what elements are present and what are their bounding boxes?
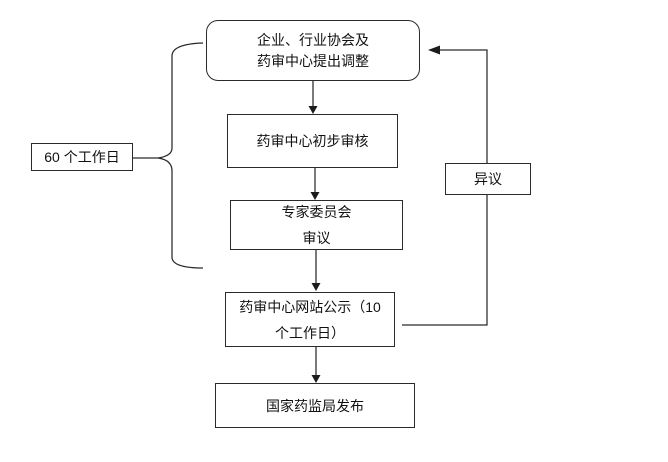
node-expert-committee: 专家委员会 审议 xyxy=(230,200,403,250)
node-nmpa-release: 国家药监局发布 xyxy=(215,383,415,428)
arrowhead-down-3 xyxy=(311,283,321,291)
label-duration-text: 60 个工作日 xyxy=(44,149,120,165)
label-objection: 异议 xyxy=(445,163,531,195)
node-proposal: 企业、行业协会及 药审中心提出调整 xyxy=(206,20,420,81)
node-public-notice-line1: 药审中心网站公示（10 xyxy=(239,298,381,315)
node-preliminary-review: 药审中心初步审核 xyxy=(227,114,398,168)
node-public-notice-line2: 个工作日） xyxy=(275,324,345,341)
node-expert-committee-line2: 审议 xyxy=(302,230,331,246)
node-proposal-line1: 企业、行业协会及 xyxy=(257,31,369,48)
label-duration-60-working-days: 60 个工作日 xyxy=(31,143,133,171)
node-nmpa-release-label: 国家药监局发布 xyxy=(266,397,364,414)
arrowhead-down-4 xyxy=(311,375,321,383)
node-preliminary-review-label: 药审中心初步审核 xyxy=(256,133,369,149)
duration-brace xyxy=(157,42,204,269)
node-proposal-line2: 药审中心提出调整 xyxy=(257,52,369,69)
node-expert-committee-line1: 专家委员会 xyxy=(281,204,352,220)
node-public-notice: 药审中心网站公示（10 个工作日） xyxy=(225,292,395,347)
label-objection-text: 异议 xyxy=(474,171,502,187)
arrowhead-down-2 xyxy=(310,192,320,200)
arrowhead-left-feedback xyxy=(428,45,440,55)
arrowhead-down-1 xyxy=(308,106,318,114)
